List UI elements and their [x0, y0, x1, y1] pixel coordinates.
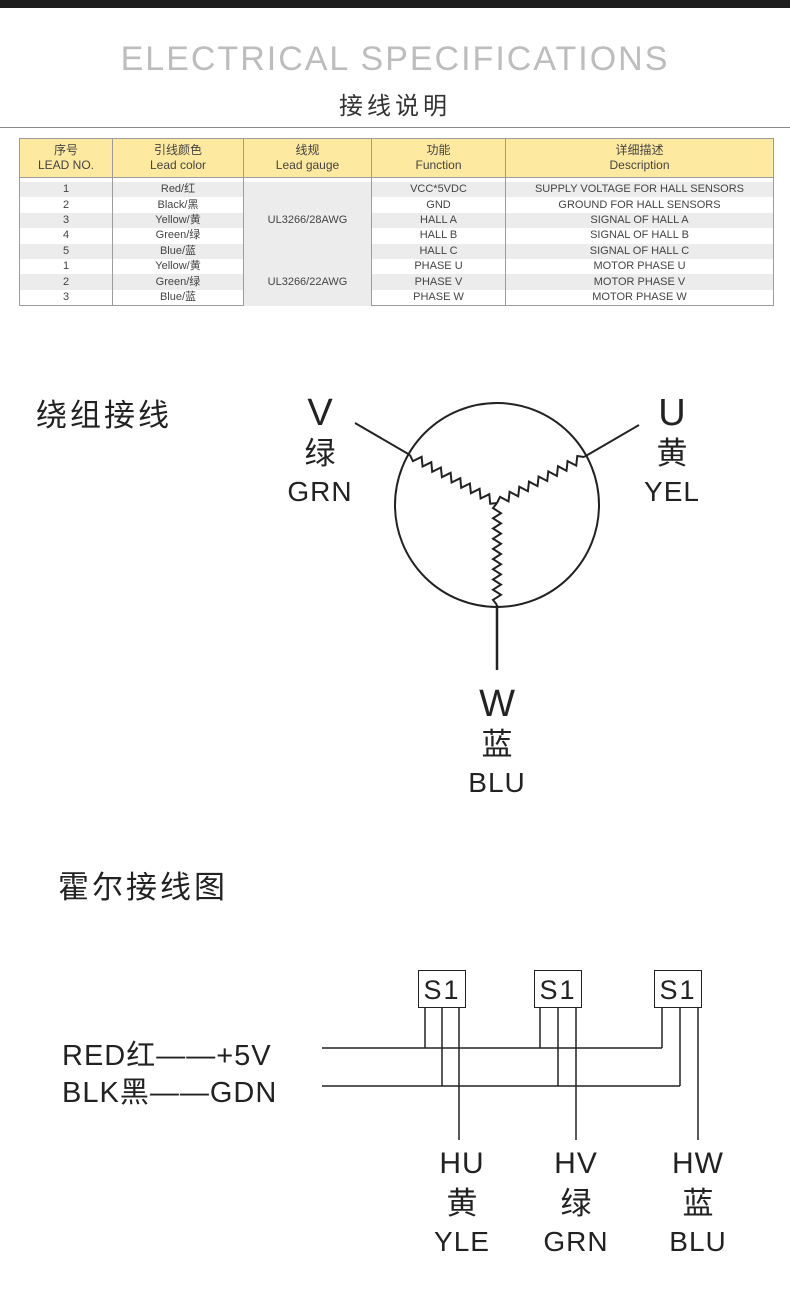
- winding-u-label: U 黄 YEL: [632, 392, 712, 510]
- cell-description: SIGNAL OF HALL A: [505, 212, 774, 229]
- cell-description: GROUND FOR HALL SENSORS: [505, 197, 774, 213]
- top-bar: [0, 0, 790, 8]
- winding-v-letter: V: [307, 392, 333, 434]
- page-title-cn: 接线说明: [339, 92, 451, 120]
- cell-function: GND: [371, 197, 506, 213]
- hall-title: 霍尔接线图: [58, 870, 228, 906]
- cell-lead-no: 2: [19, 197, 113, 213]
- hall-hu-letter: HU: [439, 1147, 485, 1180]
- winding-w-en: BLU: [468, 767, 526, 798]
- winding-v-cn: 绿: [304, 436, 336, 472]
- hall-hu-cn: 黄: [446, 1186, 478, 1222]
- hall-hu-en: YLE: [434, 1226, 490, 1257]
- table-row: 5 Blue/蓝 HALL C SIGNAL OF HALL C: [19, 243, 774, 259]
- cell-function: HALL C: [371, 243, 506, 259]
- cell-description: MOTOR PHASE W: [505, 289, 774, 307]
- table-row: 3 Yellow/黄 HALL A SIGNAL OF HALL A: [19, 212, 774, 229]
- hall-hv-en: GRN: [543, 1226, 609, 1257]
- cell-function: PHASE W: [371, 289, 506, 307]
- hall-sensor-2: S1: [534, 970, 582, 1008]
- red-wire-label: RED红——+5V: [62, 1040, 272, 1072]
- cell-description: SUPPLY VOLTAGE FOR HALL SENSORS: [505, 182, 774, 198]
- table-row: 3 Blue/蓝 PHASE W MOTOR PHASE W: [19, 289, 774, 307]
- cell-lead-color: Green/绿: [112, 274, 244, 290]
- page-title-en: ELECTRICAL SPECIFICATIONS: [120, 40, 670, 78]
- cell-lead-no: 1: [19, 258, 113, 275]
- coil-u: [496, 454, 585, 504]
- cell-lead-color: Blue/蓝: [112, 243, 244, 259]
- hall-hw-letter: HW: [672, 1147, 724, 1180]
- cell-lead-color: Red/红: [112, 182, 244, 198]
- cell-function: PHASE U: [371, 258, 506, 275]
- table-row: 2 Black/黑 GND GROUND FOR HALL SENSORS: [19, 197, 774, 213]
- winding-w-cn: 蓝: [481, 727, 513, 763]
- divider: [0, 127, 790, 128]
- winding-title: 绕组接线: [36, 398, 172, 434]
- hall-sensor-1: S1: [418, 970, 466, 1008]
- cell-description: MOTOR PHASE V: [505, 274, 774, 290]
- hall-hv-cn: 绿: [560, 1186, 592, 1222]
- cell-function: HALL A: [371, 212, 506, 229]
- cell-lead-no: 1: [19, 182, 113, 198]
- hall-hw-label: HW 蓝 BLU: [658, 1144, 738, 1260]
- winding-u-cn: 黄: [656, 436, 688, 472]
- winding-w-letter: W: [479, 683, 515, 725]
- hall-hw-en: BLU: [669, 1226, 727, 1257]
- table-row: 4 Green/绿 HALL B SIGNAL OF HALL B: [19, 228, 774, 244]
- hall-hv-letter: HV: [554, 1147, 598, 1180]
- winding-v-en: GRN: [287, 476, 353, 507]
- table-row: 2 Green/绿 PHASE V MOTOR PHASE V: [19, 274, 774, 290]
- lead-v: [354, 422, 411, 456]
- cell-lead-no: 3: [19, 289, 113, 307]
- winding-v-label: V 绿 GRN: [280, 392, 360, 510]
- coil-v: [409, 454, 498, 505]
- cell-lead-color: Blue/蓝: [112, 289, 244, 307]
- cell-lead-color: Black/黑: [112, 197, 244, 213]
- coil-w: [491, 502, 503, 606]
- cell-description: SIGNAL OF HALL B: [505, 228, 774, 244]
- cell-function: VCC*5VDC: [371, 182, 506, 198]
- cell-function: HALL B: [371, 228, 506, 244]
- lead-u: [583, 424, 640, 458]
- cell-function: PHASE V: [371, 274, 506, 290]
- hall-hw-cn: 蓝: [682, 1186, 714, 1222]
- cell-lead-gauge: UL3266/28AWG: [243, 182, 372, 259]
- hall-hu-label: HU 黄 YLE: [422, 1144, 502, 1260]
- cell-description: MOTOR PHASE U: [505, 258, 774, 275]
- cell-lead-color: Yellow/黄: [112, 258, 244, 275]
- blk-wire-label: BLK黑——GDN: [62, 1077, 278, 1109]
- cell-lead-gauge: UL3266/22AWG: [243, 258, 372, 306]
- hall-sensor-3: S1: [654, 970, 702, 1008]
- hall-hv-label: HV 绿 GRN: [536, 1144, 616, 1260]
- cell-description: SIGNAL OF HALL C: [505, 243, 774, 259]
- table-row: 1 Yellow/黄 UL3266/22AWG PHASE U MOTOR PH…: [19, 258, 774, 306]
- winding-u-en: YEL: [644, 476, 700, 507]
- cell-lead-color: Yellow/黄: [112, 212, 244, 229]
- table-row: 1 Red/红 UL3266/28AWG VCC*5VDC SUPPLY VOL…: [19, 182, 774, 259]
- winding-u-letter: U: [658, 392, 686, 434]
- cell-lead-color: Green/绿: [112, 228, 244, 244]
- cell-lead-no: 5: [19, 243, 113, 259]
- winding-w-label: W 蓝 BLU: [457, 683, 537, 801]
